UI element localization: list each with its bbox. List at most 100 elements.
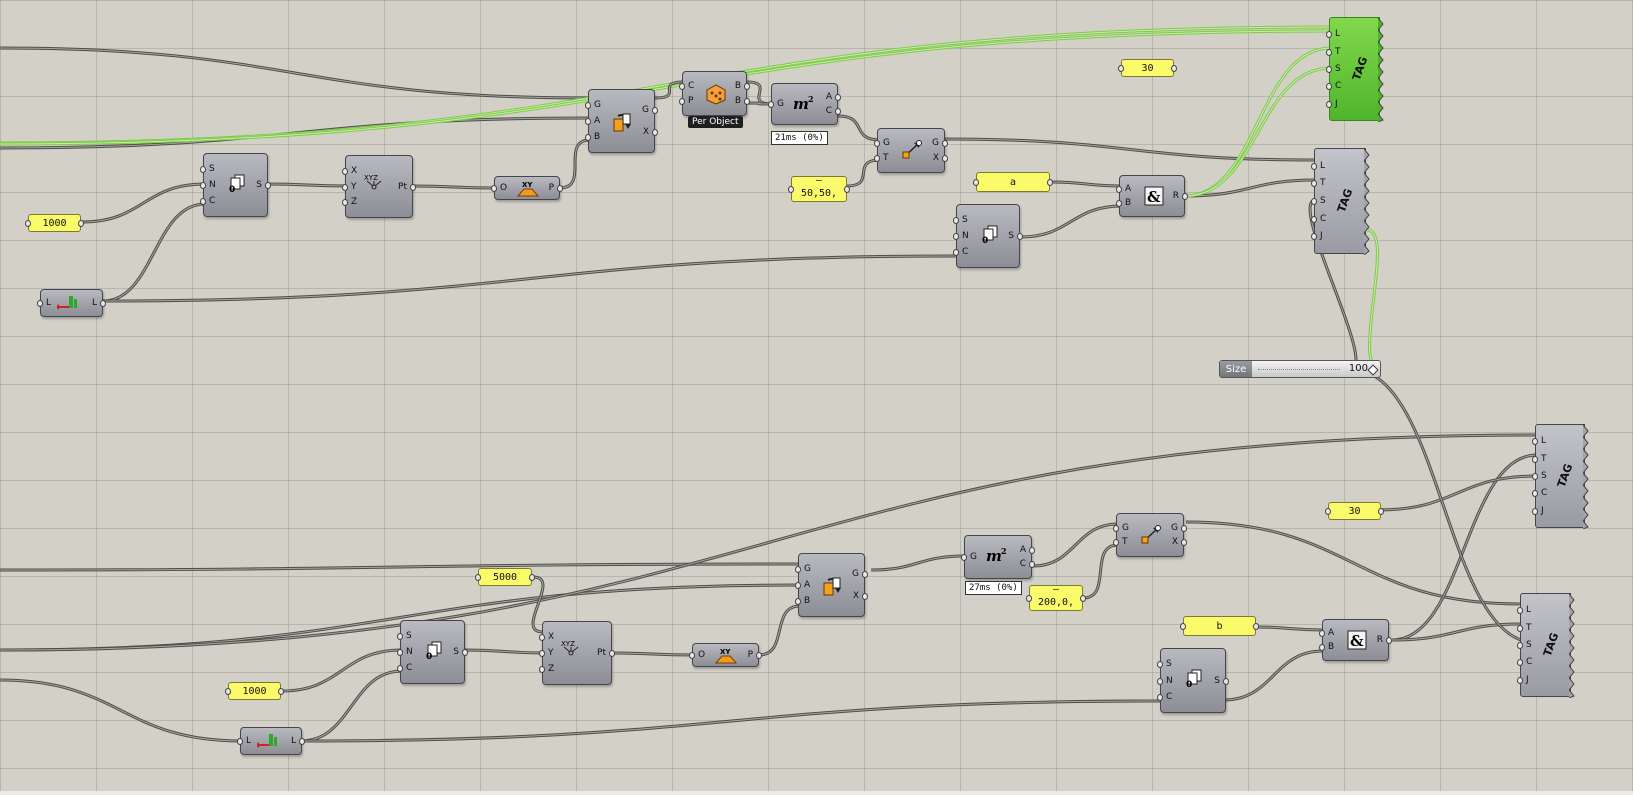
letter-panel-2[interactable]: b	[1180, 616, 1259, 636]
input-port-c[interactable]: C	[688, 81, 695, 91]
output-grip[interactable]	[265, 182, 271, 189]
output-port-p[interactable]: P	[548, 183, 554, 193]
output-grip[interactable]	[78, 220, 84, 227]
output-grip[interactable]	[609, 650, 615, 657]
input-port-n[interactable]: N	[962, 231, 969, 241]
input-grip[interactable]	[1326, 66, 1332, 73]
output-port-s[interactable]: S	[1214, 675, 1220, 686]
input-port-l[interactable]: L	[46, 298, 52, 308]
input-port-z[interactable]: Z	[351, 197, 358, 208]
input-port-j[interactable]: J	[1335, 98, 1338, 109]
input-port-l[interactable]: L	[1541, 436, 1547, 447]
input-grip[interactable]	[1326, 83, 1332, 91]
input-port-s[interactable]: S	[1335, 64, 1341, 74]
output-port-pt[interactable]: Pt	[597, 648, 606, 658]
input-port-g[interactable]: G	[777, 99, 784, 109]
input-grip[interactable]	[342, 167, 348, 175]
input-port-c[interactable]: C	[209, 196, 216, 206]
input-port-c[interactable]: C	[1335, 81, 1342, 92]
input-grip[interactable]	[25, 220, 31, 227]
input-grip[interactable]	[1026, 595, 1032, 602]
output-port-p[interactable]: P	[747, 650, 753, 660]
input-grip[interactable]	[1517, 659, 1523, 667]
count-panel-2[interactable]: 1000	[225, 682, 284, 700]
output-grip[interactable]	[744, 98, 750, 105]
output-grip[interactable]	[835, 108, 841, 115]
input-grip[interactable]	[539, 634, 545, 641]
input-port-s[interactable]: S	[962, 215, 968, 225]
input-grip[interactable]	[1113, 524, 1119, 532]
input-grip[interactable]	[1180, 623, 1186, 630]
input-grip[interactable]	[342, 183, 348, 191]
output-port-l[interactable]: L	[91, 298, 97, 308]
input-grip[interactable]	[1325, 508, 1331, 515]
input-grip[interactable]	[200, 198, 206, 205]
output-grip[interactable]	[756, 652, 762, 659]
input-grip[interactable]	[1532, 490, 1538, 498]
input-port-l[interactable]: L	[246, 736, 252, 746]
input-grip[interactable]	[1326, 48, 1332, 56]
output-grip[interactable]	[1378, 508, 1384, 515]
letter-panel[interactable]: a	[973, 172, 1053, 192]
input-grip[interactable]	[1532, 473, 1538, 480]
input-port-c[interactable]: C	[1320, 213, 1327, 224]
input-grip[interactable]	[961, 554, 967, 561]
output-port-x[interactable]: X	[1171, 537, 1178, 548]
input-grip[interactable]	[1517, 624, 1523, 632]
output-port-b[interactable]: B	[734, 81, 741, 91]
input-port-s[interactable]: S	[1526, 640, 1532, 650]
input-port-g[interactable]: G	[594, 100, 601, 110]
output-port-g[interactable]: G	[642, 105, 649, 116]
height-panel[interactable]: 30	[1118, 59, 1177, 77]
input-port-c[interactable]: C	[1526, 657, 1533, 668]
input-port-n[interactable]: N	[209, 180, 216, 190]
input-grip[interactable]	[1326, 100, 1332, 108]
distance-panel[interactable]: 5000	[475, 568, 535, 586]
input-grip[interactable]	[1311, 198, 1317, 205]
input-grip[interactable]	[1311, 180, 1317, 188]
input-port-o[interactable]: O	[698, 650, 706, 660]
input-port-b[interactable]: B	[594, 132, 601, 142]
input-port-y[interactable]: Y	[351, 181, 357, 192]
output-grip[interactable]	[410, 183, 416, 191]
count-panel[interactable]: 1000	[25, 214, 84, 232]
output-grip[interactable]	[862, 571, 868, 579]
input-grip[interactable]	[1311, 233, 1317, 241]
input-grip[interactable]	[1118, 65, 1124, 72]
input-grip[interactable]	[342, 199, 348, 207]
input-grip[interactable]	[1116, 186, 1122, 193]
output-grip[interactable]	[1181, 539, 1187, 547]
output-port-x[interactable]: X	[642, 126, 649, 137]
input-grip[interactable]	[973, 179, 979, 186]
output-grip[interactable]	[1029, 546, 1035, 554]
input-grip[interactable]	[37, 300, 43, 307]
input-port-g[interactable]: G	[804, 564, 811, 574]
input-grip[interactable]	[1517, 676, 1523, 684]
input-port-t[interactable]: T	[1320, 178, 1326, 189]
output-port-s[interactable]: S	[1008, 231, 1014, 241]
input-port-t[interactable]: T	[1526, 622, 1532, 633]
output-port-r[interactable]: R	[1376, 635, 1383, 645]
input-grip[interactable]	[1157, 693, 1163, 701]
output-port-s[interactable]: S	[453, 647, 459, 657]
input-grip[interactable]	[237, 738, 243, 745]
slider-knob[interactable]	[1367, 364, 1379, 376]
output-grip[interactable]	[1223, 677, 1229, 685]
input-grip[interactable]	[397, 665, 403, 672]
output-grip[interactable]	[278, 688, 284, 695]
input-grip[interactable]	[795, 566, 801, 573]
